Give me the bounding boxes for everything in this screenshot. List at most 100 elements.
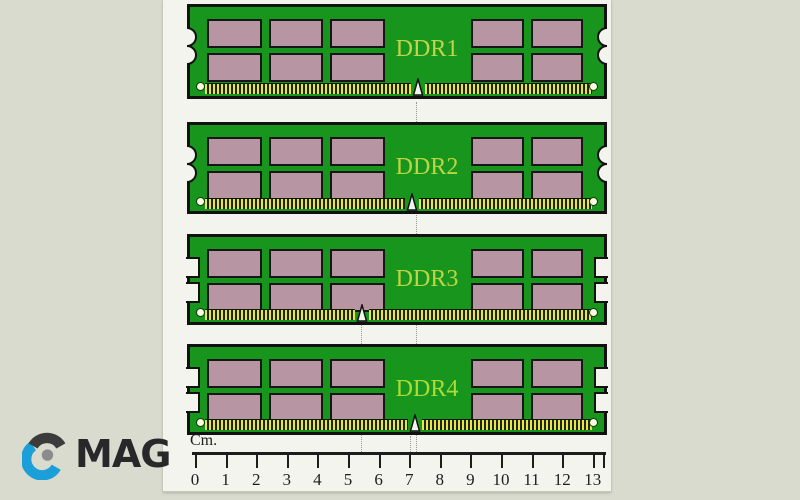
edge-notch-icon [186, 392, 200, 413]
pin-row [422, 419, 592, 430]
memory-chip [471, 359, 524, 388]
pin-row [205, 419, 408, 430]
memory-chip [268, 283, 324, 312]
ruler-tick [562, 455, 565, 468]
memory-chip [471, 249, 524, 278]
mount-hole-icon [589, 197, 598, 206]
memory-chip [268, 137, 324, 166]
memory-chip [207, 137, 262, 166]
memory-chip [471, 393, 524, 422]
pin-row [369, 309, 592, 320]
memory-chip [530, 359, 583, 388]
pc-circle-icon [22, 432, 66, 480]
ruler-tick [348, 455, 350, 468]
ruler-number: 12 [553, 470, 571, 489]
memory-chip [530, 393, 583, 422]
edge-notch-icon [597, 145, 607, 165]
ruler-number: 13 [584, 470, 602, 489]
ruler-number: 11 [523, 470, 540, 489]
ruler-tick [225, 455, 228, 468]
pin-row [419, 198, 592, 209]
ruler-tick [317, 455, 320, 468]
edge-notch-icon [187, 27, 197, 47]
edge-notch-icon [186, 257, 200, 278]
memory-chip [330, 249, 385, 278]
mount-hole-icon [589, 82, 598, 91]
pin-row [205, 198, 405, 209]
memory-chip [330, 137, 385, 166]
ram-module-ddr1: DDR1 [187, 4, 607, 99]
memory-chip [207, 393, 262, 422]
ram-module-ddr2: DDR2 [187, 122, 607, 214]
chip-group-left [207, 19, 385, 82]
ruler-number: 3 [282, 470, 292, 489]
ruler-tick [531, 455, 534, 468]
edge-notch-icon [594, 367, 608, 388]
ruler-number: 9 [466, 470, 475, 489]
ruler-tick [470, 455, 473, 468]
ram-module-ddr3: DDR3 [186, 234, 608, 325]
ruler-number: 2 [251, 470, 261, 489]
module-label: DDR4 [395, 376, 459, 402]
mount-hole-icon [196, 82, 205, 91]
ruler-number: 10 [492, 470, 510, 489]
memory-chip [530, 171, 583, 200]
ruler-tick [603, 455, 605, 468]
notch-guide-line [410, 436, 411, 452]
ruler-tick [195, 455, 197, 468]
memory-chip [530, 283, 583, 312]
memory-chip [471, 137, 524, 166]
memory-chip [268, 171, 324, 200]
edge-notch-icon [186, 282, 200, 303]
ruler-number: 5 [343, 470, 353, 489]
memory-chip [268, 249, 324, 278]
chip-group-left [207, 359, 385, 422]
memory-chip [207, 359, 262, 388]
ruler-number: 1 [221, 470, 230, 489]
memory-chip [530, 53, 583, 82]
edge-notch-icon [597, 27, 607, 47]
ruler-tick [592, 455, 595, 468]
ruler-tick [439, 455, 442, 468]
chip-group-left [207, 137, 385, 200]
memory-chip [268, 19, 324, 48]
module-label: DDR2 [395, 154, 459, 180]
mount-hole-icon [196, 418, 205, 427]
memory-chip [530, 19, 583, 48]
memory-chip [268, 393, 324, 422]
memory-chip [330, 53, 385, 82]
logo: MAG [22, 428, 171, 480]
pin-row [205, 83, 411, 94]
pin-row [205, 309, 355, 320]
mount-hole-icon [589, 418, 598, 427]
ruler-number: 4 [313, 470, 322, 489]
memory-chip [330, 359, 385, 388]
chip-group-right [471, 359, 583, 422]
ruler-tick [501, 455, 503, 468]
pin-row [425, 83, 592, 94]
memory-chip [330, 393, 385, 422]
ruler-tick [256, 455, 259, 468]
chip-group-left [207, 249, 385, 312]
edge-notch-icon [594, 282, 608, 303]
memory-chip [207, 283, 262, 312]
edge-notch-icon [594, 257, 608, 278]
chip-group-right [471, 249, 583, 312]
chip-group-right [471, 19, 583, 82]
memory-chip [471, 171, 524, 200]
ruler-number: 8 [435, 470, 445, 489]
ram-module-ddr4: DDR4 [186, 344, 608, 435]
memory-chip [471, 19, 524, 48]
module-label: DDR1 [395, 36, 459, 62]
ruler-number: 7 [404, 470, 414, 489]
memory-chip [530, 137, 583, 166]
ruler-tick [286, 455, 289, 468]
edge-notch-icon [187, 145, 197, 165]
memory-chip [207, 53, 262, 82]
memory-chip [330, 19, 385, 48]
memory-chip [268, 359, 324, 388]
memory-chip [471, 53, 524, 82]
memory-chip [471, 283, 524, 312]
